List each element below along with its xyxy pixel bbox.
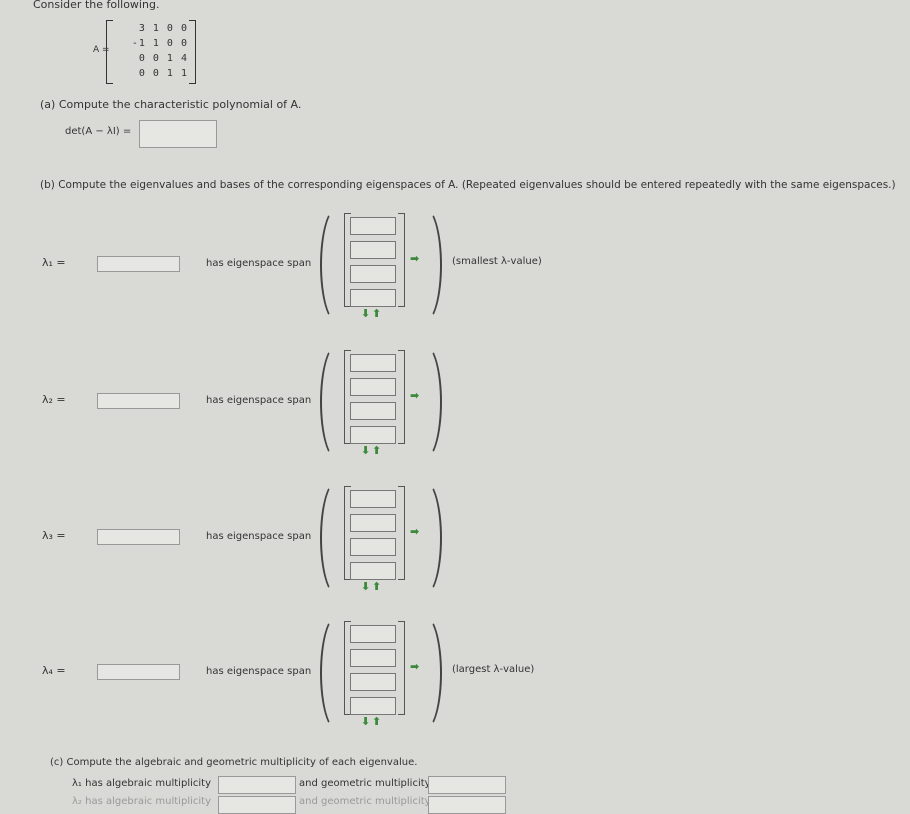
geo-label: and geometric multiplicity	[299, 778, 431, 789]
move-down-arrow-icon[interactable]: ⬇	[361, 715, 371, 728]
alg-label: λ₁ has algebraic multiplicity	[72, 778, 211, 789]
matrix-row: 3 1 0 0	[138, 23, 188, 34]
eigenspace-label: has eigenspace span	[206, 531, 312, 542]
alg-label: λ₂ has algebraic multiplicity	[72, 796, 211, 807]
right-paren	[408, 615, 442, 731]
add-vector-arrow-icon[interactable]: ➡	[410, 525, 420, 538]
lambda-note: (largest λ-value)	[452, 664, 535, 675]
right-paren	[408, 207, 442, 323]
eigenvalue-input[interactable]	[97, 256, 180, 272]
vector-component-input[interactable]	[350, 490, 396, 508]
part-b-text: (b) Compute the eigenvalues and bases of…	[40, 179, 896, 191]
move-down-arrow-icon[interactable]: ⬇	[361, 580, 371, 593]
alg-mult-input-1[interactable]	[218, 776, 296, 794]
lambda-label: λ₁ =	[42, 256, 66, 269]
vector-component-input[interactable]	[350, 538, 396, 556]
vector-component-input[interactable]	[350, 402, 396, 420]
eigenvalue-input[interactable]	[97, 393, 180, 409]
vector-left-bracket	[344, 213, 351, 307]
vector-component-input[interactable]	[350, 562, 396, 580]
vector-component-input[interactable]	[350, 354, 396, 372]
eigenspace-label: has eigenspace span	[206, 258, 312, 269]
eigenvalue-input[interactable]	[97, 664, 180, 680]
matrix-row: -1 1 0 0	[131, 38, 188, 49]
eigenvalue-input[interactable]	[97, 529, 180, 545]
add-vector-arrow-icon[interactable]: ➡	[410, 660, 420, 673]
vector-component-input[interactable]	[350, 265, 396, 283]
intro-text: Consider the following.	[33, 0, 160, 11]
alg-mult-input-2[interactable]	[218, 796, 296, 814]
move-up-arrow-icon[interactable]: ⬆	[372, 715, 382, 728]
vector-component-input[interactable]	[350, 649, 396, 667]
eigenspace-label: has eigenspace span	[206, 395, 312, 406]
vector-component-input[interactable]	[350, 673, 396, 691]
left-paren	[320, 344, 354, 460]
vector-component-input[interactable]	[350, 378, 396, 396]
vector-component-input[interactable]	[350, 514, 396, 532]
vector-right-bracket	[398, 621, 405, 715]
matrix-row: 0 0 1 4	[138, 53, 188, 64]
left-paren	[320, 480, 354, 596]
right-bracket	[189, 20, 196, 84]
add-vector-arrow-icon[interactable]: ➡	[410, 389, 420, 402]
right-paren	[408, 344, 442, 460]
move-down-arrow-icon[interactable]: ⬇	[361, 444, 371, 457]
move-up-arrow-icon[interactable]: ⬆	[372, 580, 382, 593]
char-poly-input[interactable]	[139, 120, 217, 148]
vector-component-input[interactable]	[350, 241, 396, 259]
matrix-label: A =	[93, 45, 110, 55]
add-vector-arrow-icon[interactable]: ➡	[410, 252, 420, 265]
left-bracket	[106, 20, 113, 84]
left-paren	[320, 207, 354, 323]
vector-component-input[interactable]	[350, 217, 396, 235]
vector-right-bracket	[398, 350, 405, 444]
lambda-label: λ₃ =	[42, 529, 66, 542]
move-up-arrow-icon[interactable]: ⬆	[372, 307, 382, 320]
vector-left-bracket	[344, 486, 351, 580]
vector-left-bracket	[344, 621, 351, 715]
vector-component-input[interactable]	[350, 625, 396, 643]
geo-label: and geometric multiplicity	[299, 796, 431, 807]
vector-left-bracket	[344, 350, 351, 444]
lambda-label: λ₄ =	[42, 664, 66, 677]
lambda-note: (smallest λ-value)	[452, 256, 542, 267]
det-label: det(A − λI) =	[65, 126, 132, 137]
part-a-text: (a) Compute the characteristic polynomia…	[40, 98, 302, 111]
vector-component-input[interactable]	[350, 426, 396, 444]
lambda-label: λ₂ =	[42, 393, 66, 406]
vector-component-input[interactable]	[350, 289, 396, 307]
move-down-arrow-icon[interactable]: ⬇	[361, 307, 371, 320]
matrix-row: 0 0 1 1	[138, 68, 188, 79]
geo-mult-input-1[interactable]	[428, 776, 506, 794]
part-c-text: (c) Compute the algebraic and geometric …	[50, 757, 418, 768]
right-paren	[408, 480, 442, 596]
move-up-arrow-icon[interactable]: ⬆	[372, 444, 382, 457]
vector-right-bracket	[398, 213, 405, 307]
vector-right-bracket	[398, 486, 405, 580]
eigenspace-label: has eigenspace span	[206, 666, 312, 677]
geo-mult-input-2[interactable]	[428, 796, 506, 814]
vector-component-input[interactable]	[350, 697, 396, 715]
left-paren	[320, 615, 354, 731]
